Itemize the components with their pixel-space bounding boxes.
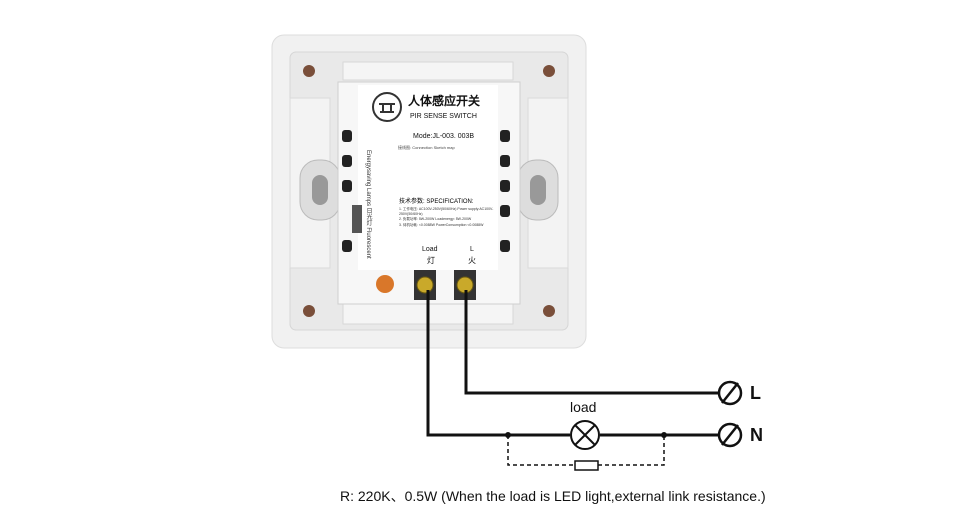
terminal-symbol-l (717, 380, 743, 406)
spec-line: 3. 待机功耗: <0.0088W PowerConsumption <0.00… (399, 222, 484, 227)
title-en: PIR SENSE SWITCH (410, 113, 477, 120)
wire-load (426, 290, 718, 437)
spec-line: 2. 负载功率: 5W-200W Loadenergy: 5W-200W (399, 217, 472, 221)
terminal-load-label: Load (422, 246, 438, 253)
diagram-label: 接线图: Connection Sketch map (398, 145, 455, 150)
neutral-label: N (750, 425, 763, 445)
caption: R: 220K、0.5W (When the load is LED light… (340, 488, 766, 504)
specification-block: 技术参数: SPECIFICATION: 1. 工作电压: AC100V-250… (399, 199, 495, 227)
spec-line: 1. 工作电压: AC100V-250V(50/60Hz) Power supp… (399, 207, 494, 216)
terminal-l-label: L (470, 246, 474, 253)
resistor-branch (507, 435, 665, 466)
title-cn: 人体感应开关 (408, 94, 481, 108)
lamp-label: load (570, 399, 597, 415)
brand-logo (372, 92, 402, 122)
wire-line (464, 290, 718, 395)
lamp-symbol (570, 420, 600, 450)
resistor (574, 460, 599, 471)
screw-holes (303, 65, 555, 317)
terminal-symbol-n (717, 422, 743, 448)
line-label: L (750, 383, 761, 403)
side-text: Energysaving Lamps 日光灯 Fluorescent (365, 150, 371, 259)
terminal-load-cn: 灯 (427, 256, 435, 265)
model-label: Mode:JL-003. 003B (413, 133, 475, 140)
terminal-l-cn: 火 (468, 256, 476, 265)
spec-title: 技术参数: SPECIFICATION: (399, 199, 474, 205)
